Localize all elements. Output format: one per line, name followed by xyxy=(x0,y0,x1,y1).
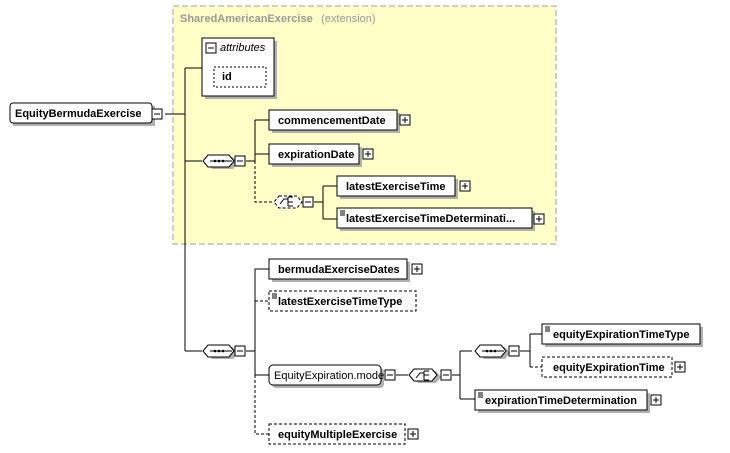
collapse-icon[interactable] xyxy=(234,345,246,357)
collapse-icon[interactable] xyxy=(440,369,452,381)
element-label: equityExpirationTime xyxy=(553,362,665,374)
attributes-label: attributes xyxy=(220,42,266,54)
element-label: commencementDate xyxy=(278,115,386,127)
expand-icon[interactable] xyxy=(674,361,686,373)
connectors xyxy=(165,67,542,435)
element-equity-expiration-time[interactable]: equityExpirationTime xyxy=(541,356,686,378)
text-content-icon xyxy=(478,392,483,398)
text-content-icon xyxy=(272,293,277,299)
expand-icon[interactable] xyxy=(533,213,545,225)
element-latest-exercise-time-type[interactable]: latestExerciseTimeType xyxy=(268,290,417,312)
element-latest-exercise-time-determination[interactable]: latestExerciseTimeDeterminati... xyxy=(336,207,545,231)
choice-compositor-2 xyxy=(408,368,452,383)
collapse-icon[interactable] xyxy=(205,42,217,54)
group-label: EquityExpiration.model xyxy=(274,370,387,382)
element-equity-expiration-time-type[interactable]: equityExpirationTimeType xyxy=(541,323,703,347)
element-label: latestExerciseTime xyxy=(346,181,445,193)
element-label: equityMultipleExercise xyxy=(278,429,397,441)
group-equity-expiration-model[interactable]: EquityExpiration.model xyxy=(268,364,396,388)
root-element[interactable]: EquityBermudaExercise xyxy=(9,102,163,126)
element-label: expirationTimeDetermination xyxy=(485,395,637,407)
attribute-id-box[interactable] xyxy=(213,66,267,88)
element-latest-exercise-time[interactable]: latestExerciseTime xyxy=(336,175,471,199)
extension-name: SharedAmericanExercise xyxy=(180,13,313,25)
element-commencement-date[interactable]: commencementDate xyxy=(268,109,411,133)
collapse-icon[interactable] xyxy=(384,369,396,381)
text-content-icon xyxy=(340,210,345,216)
element-label: equityExpirationTimeType xyxy=(553,329,690,341)
expand-icon[interactable] xyxy=(362,148,374,160)
attribute-id-label: id xyxy=(222,71,232,83)
element-label: latestExerciseTimeType xyxy=(278,296,402,308)
expand-icon[interactable] xyxy=(459,180,471,192)
text-content-icon xyxy=(545,326,550,332)
expand-icon[interactable] xyxy=(399,114,411,126)
sequence-compositor-3 xyxy=(474,344,520,359)
element-label: latestExerciseTimeDeterminati... xyxy=(346,213,515,225)
collapse-icon[interactable] xyxy=(151,108,163,120)
extension-note: (extension) xyxy=(321,13,375,25)
collapse-icon[interactable] xyxy=(508,345,520,357)
root-label: EquityBermudaExercise xyxy=(15,108,142,120)
sequence-compositor-2 xyxy=(202,344,246,359)
collapse-icon[interactable] xyxy=(302,196,314,208)
collapse-icon[interactable] xyxy=(234,155,246,167)
element-expiration-date[interactable]: expirationDate xyxy=(268,143,374,167)
element-equity-multiple-exercise[interactable]: equityMultipleExercise xyxy=(268,423,419,445)
attributes-group: attributes id xyxy=(201,37,277,99)
expand-icon[interactable] xyxy=(650,394,662,406)
expand-icon[interactable] xyxy=(407,428,419,440)
element-expiration-time-determination[interactable]: expirationTimeDetermination xyxy=(474,389,662,413)
choice-compositor-1 xyxy=(273,195,314,209)
svg-text:SharedAmericanExercise (: SharedAmericanExercise (extension) xyxy=(180,9,376,26)
element-label: bermudaExerciseDates xyxy=(278,264,400,276)
expand-icon[interactable] xyxy=(411,263,423,275)
sequence-compositor-1 xyxy=(202,154,246,169)
element-label: expirationDate xyxy=(278,149,354,161)
element-bermuda-exercise-dates[interactable]: bermudaExerciseDates xyxy=(268,258,423,282)
